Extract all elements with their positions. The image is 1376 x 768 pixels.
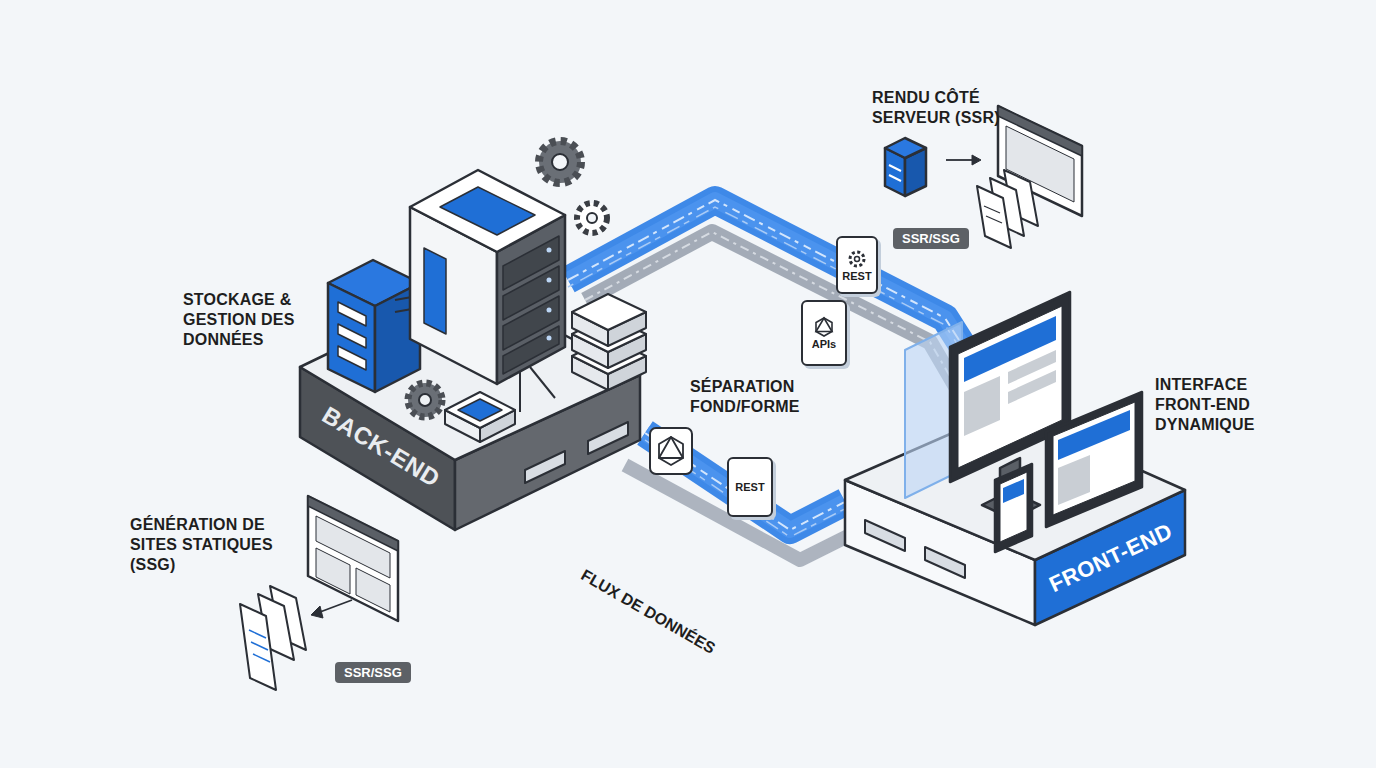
pipe-slot	[588, 422, 628, 454]
feature-heading: RENDU CÔTÉ SERVEUR (SSR)	[872, 88, 1012, 128]
feature-heading: GÉNÉRATION DE SITES STATIQUES (SSG)	[130, 515, 275, 575]
tower-top-panel	[440, 187, 535, 235]
tower-top	[410, 170, 565, 252]
gear-teeth	[577, 203, 607, 233]
phone-header	[1003, 479, 1024, 503]
tablet-header	[1058, 410, 1130, 460]
wire	[519, 372, 521, 412]
flow-arrow	[320, 600, 352, 612]
tablet	[1046, 392, 1142, 527]
api-tag-text: REST	[842, 270, 871, 282]
browser-content	[356, 568, 390, 612]
edge-label: FLUX DE DONNÉES	[578, 566, 719, 658]
document-page	[977, 186, 1011, 248]
api-tag-text: REST	[735, 481, 764, 493]
gear-icon	[577, 203, 607, 233]
gear-hole	[855, 257, 860, 262]
api-tag-text: APIs	[812, 338, 836, 350]
data-server	[328, 260, 420, 392]
status-light	[547, 336, 552, 341]
doc-line	[251, 642, 268, 650]
server-tower	[410, 170, 565, 384]
flow-arrow-head	[311, 606, 323, 618]
graph-triangle	[816, 318, 832, 332]
server-top	[885, 138, 926, 158]
doc-line	[986, 216, 1002, 223]
browser-content	[316, 548, 350, 594]
small-device	[445, 392, 515, 442]
wire	[530, 367, 555, 398]
tower-panel	[424, 248, 446, 334]
gear-hole	[587, 213, 597, 223]
server-line	[889, 165, 901, 171]
server-line	[889, 175, 901, 181]
gear-teeth	[539, 141, 581, 183]
browser-window	[308, 496, 398, 621]
icon-box	[650, 428, 692, 474]
doc-line	[253, 654, 270, 662]
status-light	[547, 248, 552, 253]
server-slot	[338, 324, 366, 348]
feature-heading: STOCKAGE & GESTION DES DONNÉES	[183, 290, 301, 350]
server-left	[328, 283, 375, 392]
mode-badge: SSR/SSG	[335, 662, 411, 683]
graph-triangle	[659, 437, 683, 458]
screen-block	[964, 376, 1000, 436]
device-screen	[458, 399, 502, 421]
gear-icon	[539, 141, 581, 183]
gear-hole	[552, 154, 568, 170]
gear-teeth	[408, 383, 442, 417]
pipe-slot	[525, 451, 565, 483]
server-slot	[338, 302, 366, 326]
gear-icon	[408, 383, 442, 417]
mode-badge: SSR/SSG	[893, 228, 969, 249]
feature-heading: SÉPARATION FOND/FORME	[690, 377, 802, 417]
screen-block	[1008, 370, 1056, 404]
doc-line	[984, 206, 1000, 213]
phone-frame	[995, 464, 1032, 552]
graph-hexagon	[659, 437, 683, 465]
db-top	[572, 294, 646, 330]
device-top	[445, 392, 515, 428]
api-tag: APIs	[801, 300, 847, 366]
graph-icon	[813, 316, 835, 338]
server-slot	[338, 346, 366, 370]
document-page	[240, 604, 276, 690]
pipe-slot	[865, 520, 905, 551]
phone-screen	[1000, 472, 1027, 542]
phone	[995, 464, 1032, 552]
api-tag: REST	[836, 236, 878, 294]
flow-arrow	[946, 159, 972, 161]
database-stack	[572, 294, 646, 390]
flow-arrow-head	[972, 155, 981, 165]
graph-hexagon	[816, 318, 832, 336]
gear-teeth	[850, 252, 864, 266]
status-light	[547, 278, 552, 283]
pipe-slot	[925, 547, 965, 578]
api-tag: REST	[727, 457, 773, 517]
tablet-block	[1058, 455, 1090, 505]
doc-line	[249, 630, 266, 638]
gear-icon	[846, 248, 868, 270]
graph-icon-box	[650, 428, 692, 474]
feature-heading: INTERFACE FRONT-END DYNAMIQUE	[1155, 375, 1259, 435]
gear-hole	[419, 394, 431, 406]
ssr-icon	[885, 106, 1082, 248]
tablet-frame	[1046, 392, 1142, 527]
tablet-screen	[1053, 402, 1135, 515]
status-light	[547, 308, 552, 313]
